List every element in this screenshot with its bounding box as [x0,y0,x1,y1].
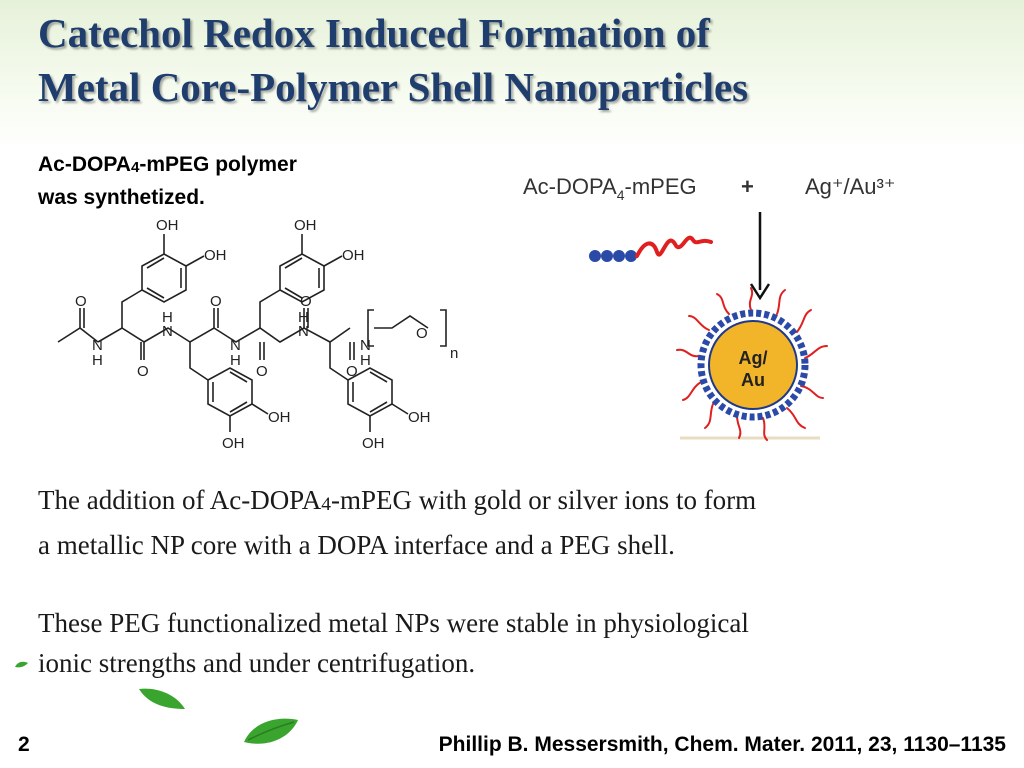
label-oh-4: OH [342,247,365,264]
label-h-5: H [360,352,371,369]
polymer-caption: Ac-DOPA4-mPEG polymer was synthetized. [38,150,418,213]
caption-subscript: 4 [130,158,140,176]
citation: Phillip B. Messersmith, Chem. Mater. 201… [438,733,1006,756]
reaction-arrow-icon [749,212,771,301]
label-n-3: N [230,337,241,354]
label-n-4: N [298,323,309,340]
label-o-7: O [416,325,428,342]
label-o-5: O [300,293,312,310]
paragraph-2-line-1: These PEG functionalized metal NPs were … [38,608,749,638]
label-oh-3: OH [294,217,317,234]
label-n-2: N [162,323,173,340]
paragraph-2-line-2: ionic strengths and under centrifugation… [38,648,476,678]
label-oh-8: OH [362,435,385,452]
label-o-3: O [210,293,222,310]
core-label-line-2: Au [741,370,765,390]
caption-part-2: -mPEG polymer [139,153,297,176]
label-o-4: O [256,363,268,380]
label-h-3: H [230,352,241,369]
paragraph-2: These PEG functionalized metal NPs were … [38,603,998,683]
paragraph-1-line-2: a metallic NP core with a DOPA interface… [38,529,675,560]
label-h-1: H [92,352,103,369]
label-h-2: H [162,309,173,326]
caption-part-1: Ac-DOPA [38,153,131,176]
core-label-line-1: Ag/ [739,348,768,368]
paragraph-1: The addition of Ac-DOPA4-mPEG with gold … [38,480,998,565]
scheme-reagent: Ac-DOPA4-mPEG [523,174,697,203]
label-n-1: N [92,337,103,354]
nanoparticle-formation-scheme: Ac-DOPA4-mPEG + Ag⁺/Au³⁺ [523,174,895,441]
label-repeat-n: n [450,345,458,362]
label-o-6: O [346,363,358,380]
slide-title: Catechol Redox Induced Formation of Meta… [38,6,998,114]
title-line-2: Metal Core-Polymer Shell Nanoparticles [38,64,749,110]
label-n-5: N [360,337,371,354]
caption-line-2: was synthetized. [38,185,205,209]
scheme-plus: + [741,174,754,199]
scheme-ions: Ag⁺/Au³⁺ [805,174,895,199]
label-oh-7: OH [408,409,431,426]
leaf-icon [139,688,185,709]
title-line-1: Catechol Redox Induced Formation of [38,10,710,56]
label-oh-6: OH [222,435,245,452]
label-oh-1: OH [156,217,179,234]
label-oh-2: OH [204,247,227,264]
paragraph-1-subscript: 4 [321,493,331,515]
label-oh-5: OH [268,409,291,426]
paragraph-1-part-1: The addition of Ac-DOPA [38,485,322,515]
label-h-4: H [298,309,309,326]
metal-core-nanoparticle-icon: Ag/ Au [676,287,828,441]
page-number: 2 [18,733,30,756]
large-leaf-icon [244,718,298,744]
label-o-2: O [137,363,149,380]
ac-dopa4-mpeg-structure: OH OH OH OH OH OH OH OH O O O O O O O N … [57,217,458,452]
small-leaf-icon [15,661,28,668]
polymer-cartoon-icon [589,235,713,262]
label-o-1: O [75,293,87,310]
paragraph-1-part-2: -mPEG with gold or silver ions to form [330,485,757,515]
